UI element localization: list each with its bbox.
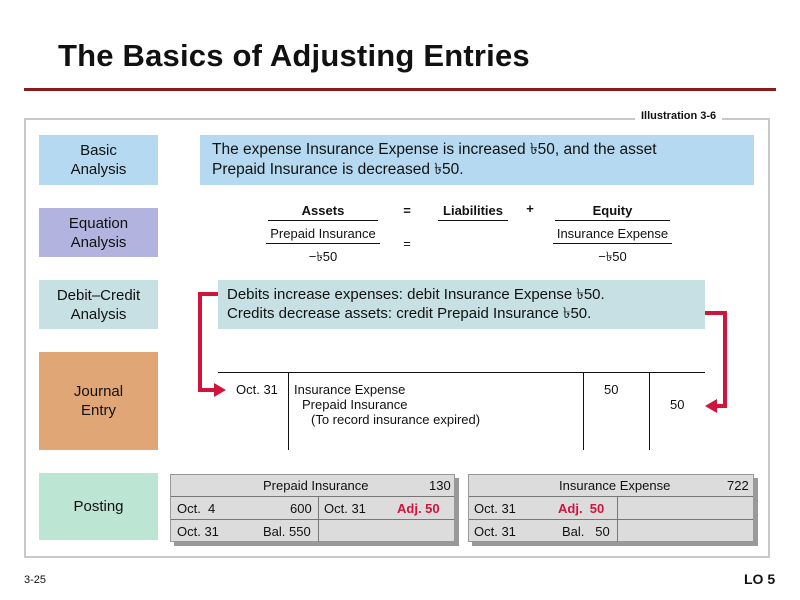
ledger-divider [469, 496, 753, 497]
label-equation-analysis: Equation Analysis [39, 208, 158, 257]
illustration-number: Illustration 3-6 [635, 110, 723, 122]
ledger-expense-row1-date: Oct. 31 [474, 501, 516, 516]
label-debit-credit-analysis: Debit–Credit Analysis [39, 280, 158, 329]
debit-credit-line2: Credits decrease assets: credit Prepaid … [227, 305, 592, 322]
arrow-left-head-icon [214, 383, 226, 397]
equation-equity-amount: −৳50 [598, 249, 627, 264]
arrow-right-vertical [723, 311, 727, 408]
journal-credit-divider [649, 372, 650, 450]
journal-top-rule [218, 372, 705, 373]
equation-equity-heading: Equity [555, 203, 670, 221]
ledger-prepaid-insurance: Prepaid Insurance 130 Oct. 4 600 Oct. 31… [170, 474, 455, 542]
ledger-expense-name: Insurance Expense [559, 478, 671, 493]
journal-explanation: (To record insurance expired) [311, 412, 481, 427]
journal-debit-amount: 50 [604, 382, 619, 397]
arrow-right-head-icon [705, 399, 717, 413]
arrow-left-vertical [198, 292, 202, 392]
label-posting: Posting [39, 473, 158, 540]
title-divider [24, 88, 776, 91]
arrow-left-top [198, 292, 218, 296]
equation-plus: + [526, 201, 534, 216]
ledger-expense-row2-date: Oct. 31 [474, 524, 516, 539]
ledger-prepaid-row2-date: Oct. 31 [177, 524, 219, 539]
page-number: 3-25 [24, 574, 47, 586]
equation-equals-2: = [403, 236, 411, 251]
ledger-t-line [318, 496, 319, 542]
equation-assets-heading: Assets [268, 203, 378, 221]
basic-analysis-line2: Prepaid Insurance is decreased ৳50. [212, 161, 464, 178]
equation-assets-account: Prepaid Insurance [266, 226, 380, 244]
journal-debit-divider [583, 372, 584, 450]
journal-date-divider [288, 372, 289, 450]
ledger-divider [469, 519, 753, 520]
illustration-frame [24, 118, 770, 558]
ledger-t-line [617, 496, 618, 542]
ledger-prepaid-number: 130 [429, 478, 451, 493]
ledger-prepaid-row2-balance: Bal. 550 [263, 524, 311, 539]
ledger-prepaid-row1-credit-date: Oct. 31 [324, 501, 366, 516]
debit-credit-line1: Debits increase expenses: debit Insuranc… [227, 286, 605, 303]
journal-debit-account: Insurance Expense [294, 382, 406, 397]
ledger-divider [171, 496, 454, 497]
ledger-expense-row2-balance: Bal. 50 [562, 524, 610, 539]
ledger-prepaid-name: Prepaid Insurance [263, 478, 369, 493]
equation-assets-amount: −৳50 [308, 249, 338, 264]
ledger-insurance-expense: Insurance Expense 722 Oct. 31 Adj. 50 Oc… [468, 474, 754, 542]
ledger-divider [171, 519, 454, 520]
arrow-right-bottom [716, 404, 727, 408]
journal-credit-account: Prepaid Insurance [302, 397, 408, 412]
label-journal-entry: Journal Entry [39, 352, 158, 450]
ledger-prepaid-row1-date: Oct. 4 [177, 501, 216, 516]
ledger-expense-row1-adjustment: Adj. 50 [558, 501, 605, 516]
equation-equity-account: Insurance Expense [553, 226, 672, 244]
equation-liabilities-heading: Liabilities [438, 203, 508, 221]
page-title: The Basics of Adjusting Entries [58, 38, 530, 73]
equation-equals: = [403, 203, 411, 218]
ledger-prepaid-row1-amount: 600 [290, 501, 312, 516]
basic-analysis-box: The expense Insurance Expense is increas… [200, 135, 754, 185]
ledger-prepaid-row1-adjustment: Adj. 50 [397, 501, 440, 516]
journal-credit-amount: 50 [670, 397, 685, 412]
arrow-left-bottom [198, 388, 216, 392]
label-basic-analysis: Basic Analysis [39, 135, 158, 185]
ledger-expense-number: 722 [727, 478, 749, 493]
journal-date: Oct. 31 [236, 382, 278, 397]
learning-objective: LO 5 [744, 571, 776, 587]
debit-credit-box: Debits increase expenses: debit Insuranc… [218, 280, 705, 329]
basic-analysis-line1: The expense Insurance Expense is increas… [212, 141, 657, 158]
arrow-right-top [705, 311, 727, 315]
